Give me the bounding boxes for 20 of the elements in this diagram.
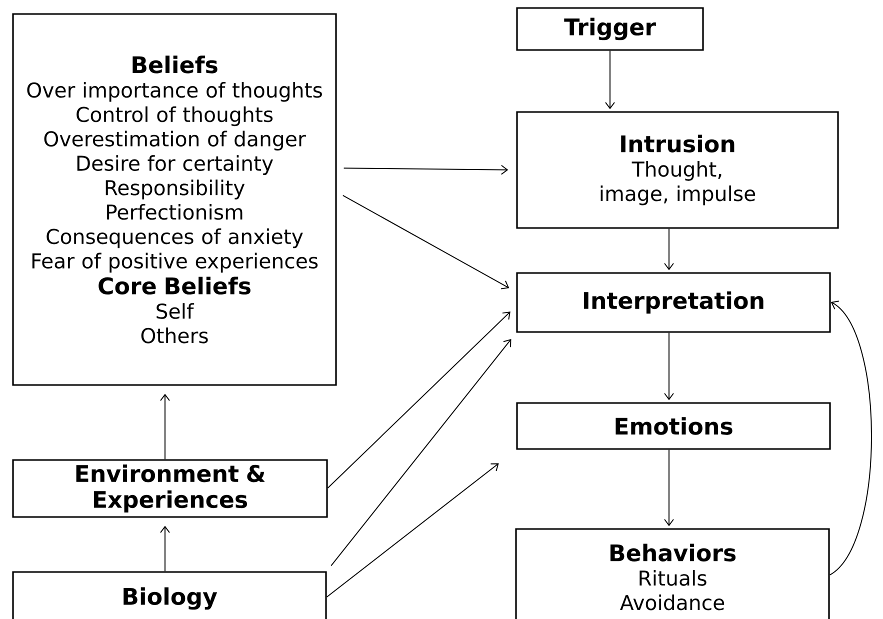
process-box: Interpretation: [516, 272, 831, 333]
arrow: [605, 50, 615, 110]
process-box: Biology: [12, 571, 327, 619]
arrow: [160, 394, 170, 460]
arrow: [160, 526, 170, 572]
arrow: [664, 228, 674, 270]
process-box: Behaviors Rituals Avoidance: [515, 528, 830, 619]
arrow: [330, 339, 512, 566]
arrow: [343, 164, 508, 175]
process-box: Emotions: [516, 402, 831, 450]
beliefs-box: Beliefs Over importance of thoughts Control of thoughts Overestimation of danger Desire for certainty Responsibility Perfectionism Consequences of anxiety Fear of positive experiences Core Beliefs Self Others: [12, 13, 337, 386]
process-box: Environment & Experiences: [12, 459, 328, 518]
arrow: [829, 300, 872, 576]
arrow: [664, 332, 674, 400]
arrow: [326, 463, 499, 598]
arrow: [664, 449, 674, 526]
process-box: Intrusion Thought, image, impulse: [516, 111, 839, 229]
process-box: Trigger: [516, 7, 704, 51]
arrow: [342, 194, 510, 290]
arrow: [327, 312, 510, 488]
